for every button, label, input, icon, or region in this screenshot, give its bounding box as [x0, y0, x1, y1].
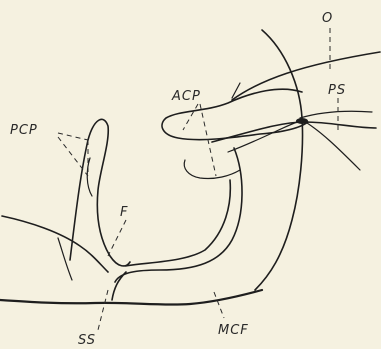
leader-mcf: [214, 292, 224, 318]
leader-pcp-2: [58, 137, 88, 176]
posterior-clinoid-outer: [70, 119, 130, 266]
label-group: O ACP PS PCP F SS MCF: [10, 11, 346, 348]
bottom-baseline: [0, 290, 262, 305]
outline-group: [0, 30, 380, 305]
leader-f: [108, 220, 126, 256]
leader-ss: [98, 290, 108, 330]
leader-acp-1: [183, 104, 198, 130]
bottom-hook: [112, 272, 126, 300]
optic-line: [255, 30, 303, 290]
label-mcf: MCF: [218, 323, 249, 338]
leader-pcp-1: [58, 133, 88, 140]
label-ss: SS: [78, 333, 96, 348]
label-pcp: PCP: [10, 123, 38, 138]
inner-u-curve: [125, 180, 230, 266]
ps-cross-line-2: [228, 120, 360, 170]
cavernous-u-curve: [115, 148, 242, 282]
acp-inner-lobe: [184, 160, 240, 179]
label-f: F: [120, 205, 128, 220]
left-horizontal-line: [2, 216, 108, 272]
posterior-clinoid-inner: [87, 158, 92, 196]
ps-cross-line-3: [300, 111, 372, 118]
label-ps: PS: [328, 83, 346, 98]
label-o: O: [322, 11, 333, 26]
ps-node: [296, 118, 308, 124]
ps-cross-line-1: [212, 122, 376, 142]
label-acp: ACP: [171, 89, 201, 104]
